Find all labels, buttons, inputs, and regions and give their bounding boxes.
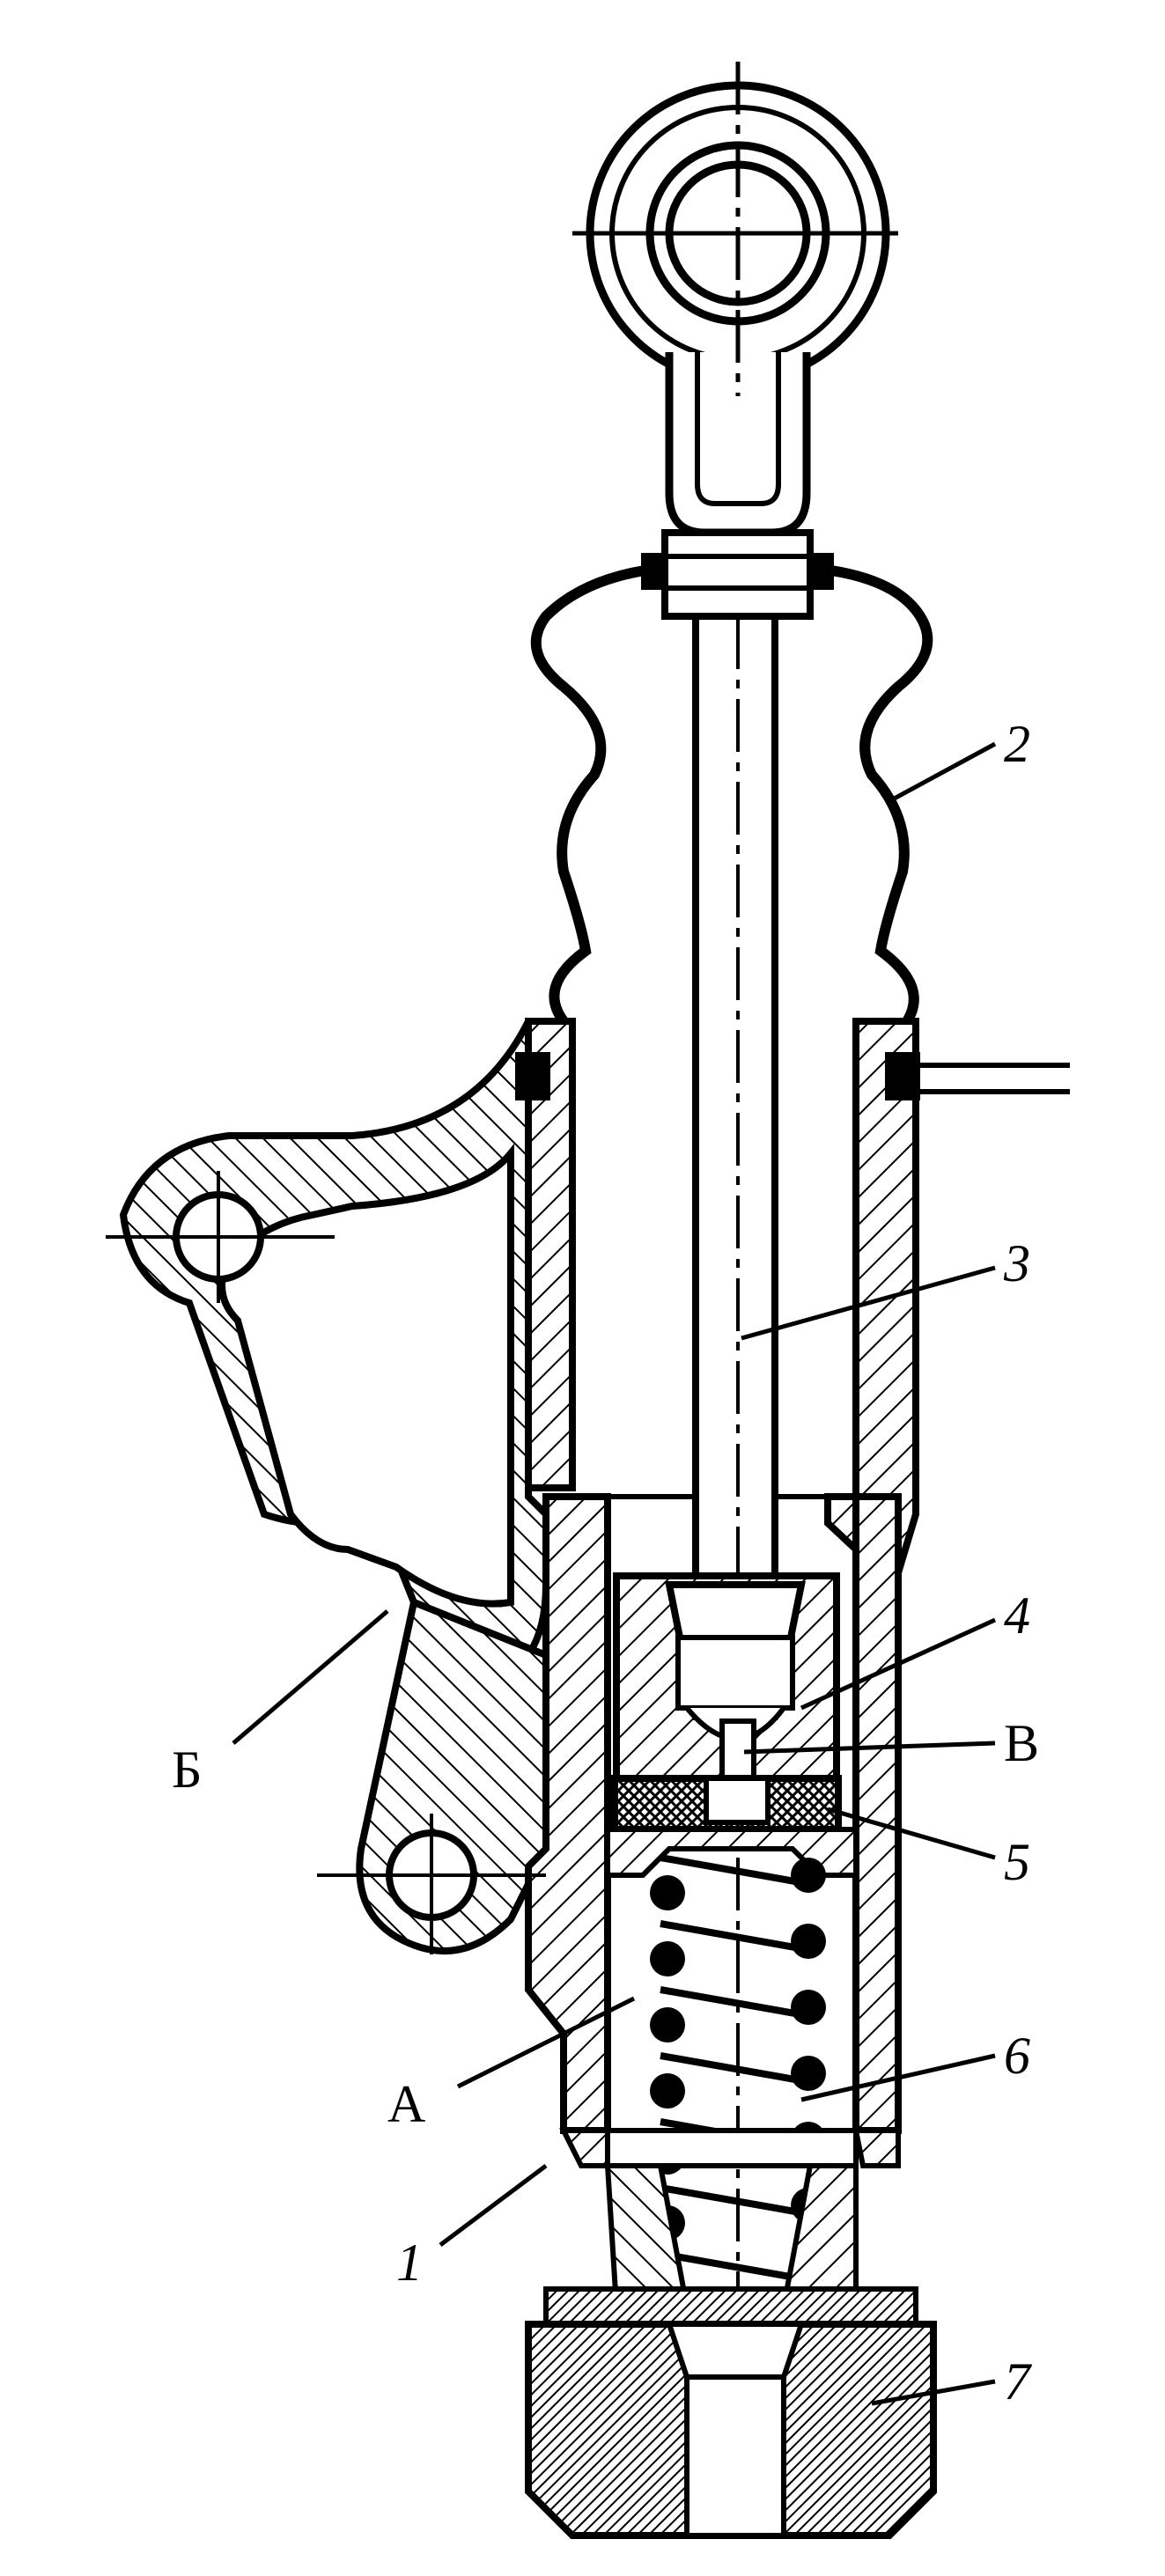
mounting-hole-lower: [317, 1814, 546, 1954]
mounting-hole-upper: [106, 1171, 335, 1303]
cylinder-body: [119, 1018, 1070, 2134]
label-part-4: 4: [1004, 1586, 1030, 1645]
label-opening-v: В: [1004, 1714, 1039, 1772]
spring-seat: [605, 1827, 859, 1878]
label-part-7: 7: [1004, 2352, 1033, 2410]
piston-seal: [611, 1775, 842, 1833]
rod-nut: [641, 529, 834, 620]
label-part-3: 3: [1003, 1234, 1030, 1292]
piston: [613, 1572, 840, 1782]
push-rod: [692, 613, 778, 2527]
lower-ring: [543, 2128, 918, 2327]
label-cavity-b: Б: [172, 1741, 202, 1799]
label-part-1: 1: [396, 2234, 423, 2292]
rubber-boot: [530, 565, 933, 1025]
end-plug: [525, 2321, 937, 2539]
label-part-5: 5: [1004, 1833, 1030, 1891]
label-cavity-a: А: [387, 2075, 425, 2133]
label-part-2: 2: [1004, 715, 1030, 773]
leader-lines: [232, 741, 997, 2406]
label-part-6: 6: [1004, 2027, 1030, 2085]
rod-eye: [572, 62, 898, 537]
